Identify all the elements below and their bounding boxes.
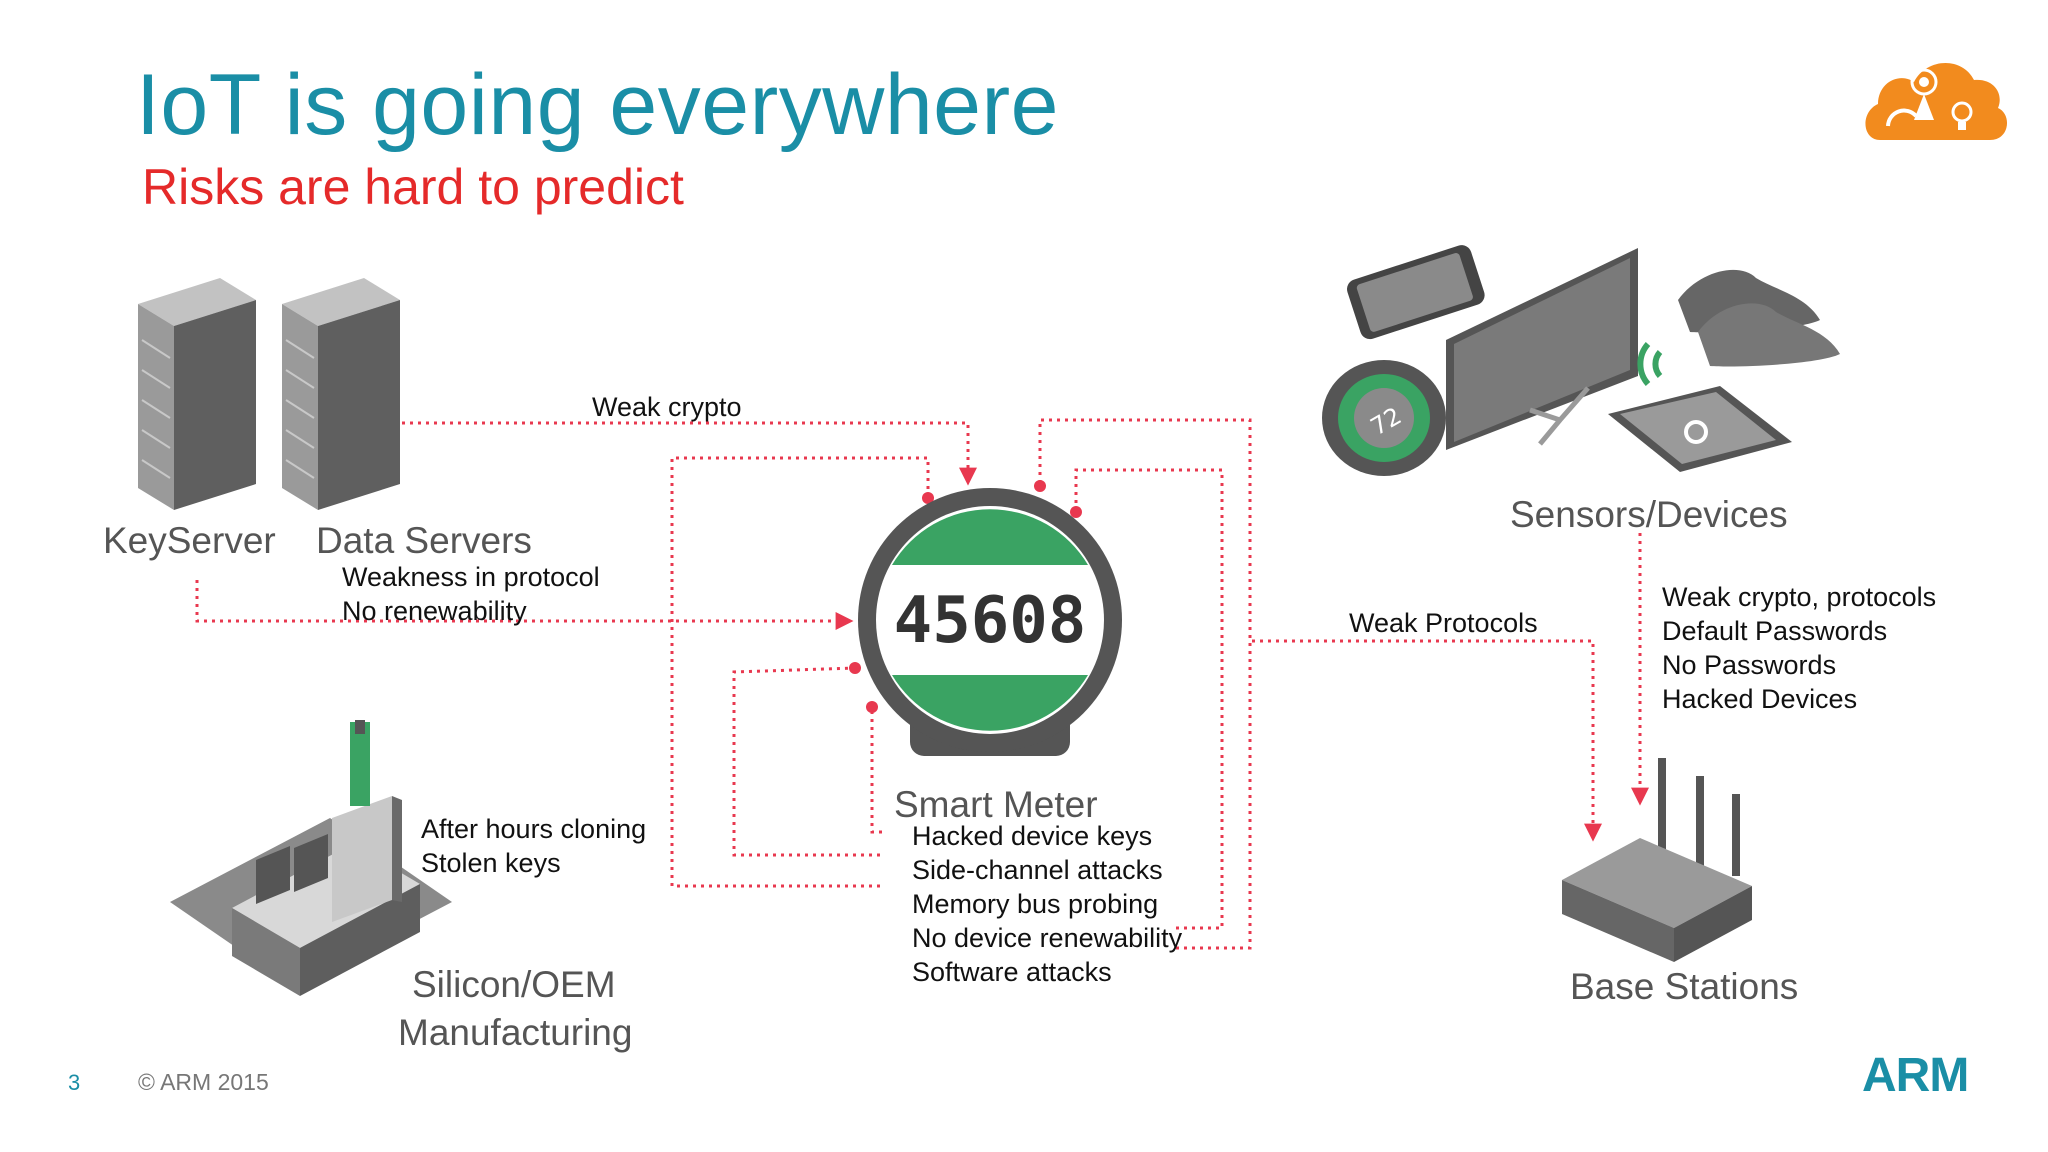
copyright-text: © ARM 2015 (138, 1069, 269, 1095)
base-stations-label: Base Stations (1570, 966, 1799, 1007)
data-servers-label: Data Servers (316, 520, 532, 561)
connector-right-inner (1074, 468, 1224, 930)
meter-risks-annotation: Hacked device keys Side-channel attacks … (912, 821, 1183, 987)
weak-protocols-annotation: Weak Protocols (1349, 608, 1538, 638)
data-server-rack-icon (282, 278, 400, 510)
meter-display-value: 45608 (894, 584, 1087, 658)
sensors-devices-icon: 72 (1322, 245, 1840, 476)
device-risks-annotation: Weak crypto, protocols Default Passwords… (1662, 582, 1937, 714)
slide-title: IoT is going everywhere (136, 57, 1059, 153)
connector-right-outer (1038, 418, 1252, 950)
keyserver-label: KeyServer (103, 520, 276, 561)
manufacturing-risks-annotation: After hours cloning Stolen keys (421, 814, 647, 878)
keyserver-rack-icon (138, 278, 256, 510)
connector-weak-protocols (1252, 639, 1602, 842)
connector-inner-left-2 (870, 707, 882, 834)
sensors-devices-label: Sensors/Devices (1510, 494, 1788, 535)
page-number: 3 (68, 1070, 81, 1095)
smart-meter-icon: 45608 (858, 488, 1122, 756)
slide-subtitle: Risks are hard to predict (142, 159, 684, 215)
factory-icon (170, 720, 452, 996)
connector-weak-crypto (402, 421, 977, 486)
protocol-weakness-annotation: Weakness in protocol No renewability (342, 562, 600, 626)
manufacturing-label-line2: Manufacturing (398, 1012, 633, 1053)
brand-logo: ARM (1862, 1049, 1969, 1102)
manufacturing-label-line1: Silicon/OEM (412, 964, 616, 1005)
connector-keyserver (195, 580, 854, 630)
smart-meter-label: Smart Meter (894, 784, 1098, 825)
weak-crypto-annotation: Weak crypto (592, 392, 742, 422)
connector-manufacturing (670, 456, 930, 888)
connector-inner-left (732, 666, 880, 857)
connector-lines (195, 418, 1649, 950)
base-station-router-icon (1562, 758, 1752, 962)
